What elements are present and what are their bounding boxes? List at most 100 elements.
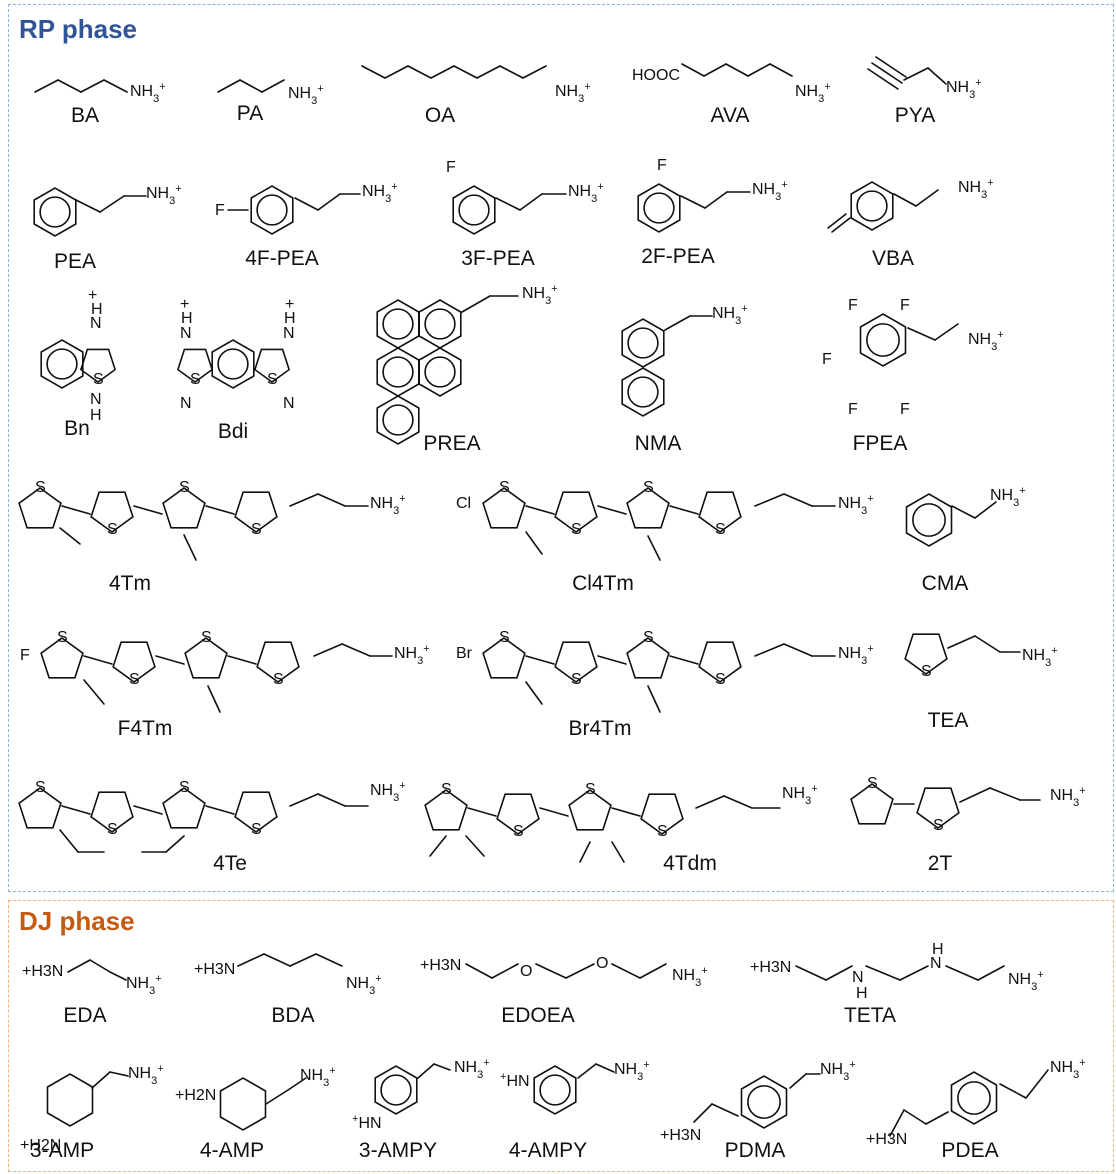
nitrogen-label: N (90, 315, 102, 332)
sulfur-atom-label: S (201, 629, 212, 646)
benzene-ring (374, 1065, 418, 1115)
oxygen-label: O (520, 963, 532, 980)
bond-chain (59, 527, 81, 545)
molecule-name-label: 4Tdm (663, 852, 717, 875)
thiophene-ring (482, 637, 526, 679)
sulfur-atom-label: S (921, 663, 932, 680)
bond-chain (294, 193, 361, 211)
thiophene-ring (698, 491, 742, 533)
thiophene-ring (554, 641, 598, 683)
aromatic-circle (256, 194, 288, 226)
thiophene-ring (554, 491, 598, 533)
thiophene-ring (18, 487, 62, 529)
ammonium-label: +H3N (420, 957, 461, 974)
thiophene-ring (18, 787, 62, 829)
hydrogen-label: H (932, 941, 944, 958)
bond-chain (647, 535, 661, 561)
thiophene-ring (253, 348, 291, 383)
ammonium-label: NH3+ (146, 183, 182, 207)
ammonium-label: NH3+ (795, 81, 831, 105)
ammonium-label: +H2N (175, 1087, 216, 1104)
benzene-ring (950, 1071, 998, 1125)
bond-chain (237, 953, 343, 967)
ammonium-label: NH3+ (126, 973, 162, 997)
charge-label: + (285, 296, 294, 313)
thiophene-ring (90, 491, 134, 533)
nitrogen-label: N (90, 391, 102, 408)
molecule-name-label: FPEA (853, 432, 908, 455)
bond-chain (947, 635, 1021, 653)
thiophene-ring (904, 633, 948, 675)
ring-link-bond (61, 805, 91, 815)
benzene-ring (740, 1075, 788, 1129)
molecule-name-label: PDMA (725, 1139, 786, 1162)
sulfur-atom-label: S (643, 629, 654, 646)
sulfur-atom-label: S (179, 779, 190, 796)
bond-chain (907, 323, 959, 341)
ammonium-label: NH3+ (958, 177, 994, 201)
sulfur-atom-label: S (57, 629, 68, 646)
ring-link-bond (83, 655, 113, 665)
bond-chain (681, 63, 793, 77)
fluorine-label: F (20, 647, 30, 664)
bond-chain (525, 681, 543, 705)
aromatic-circle (458, 194, 490, 226)
thiophene-ring (40, 637, 84, 679)
ring-link-bond (61, 505, 91, 515)
bond-chain (831, 217, 851, 233)
bond-chain (693, 1103, 739, 1123)
ring-link-bond (467, 807, 497, 817)
benzene-ring (250, 185, 294, 235)
sulfur-atom-label: S (715, 671, 726, 688)
saturated-ring (46, 1073, 94, 1127)
fluorine-label: F (900, 297, 910, 314)
sulfur-atom-label: S (571, 671, 582, 688)
molecule-name-label: 2T (928, 852, 953, 875)
ammonium-label: NH3+ (346, 973, 382, 997)
bond-chain (945, 965, 1005, 981)
bond-chain (207, 685, 221, 713)
molecule-name-label: TEA (928, 709, 969, 732)
ammonium-label: NH3+ (614, 1059, 650, 1083)
bond-chain (795, 965, 853, 981)
sulfur-atom-label: S (657, 823, 668, 840)
thiophene-ring (496, 793, 540, 835)
aromatic-circle (866, 323, 900, 357)
bond-chain (83, 679, 105, 705)
ammonium-label: NH3+ (128, 1063, 164, 1087)
ring-link-bond (525, 505, 555, 515)
bond-chain (417, 1063, 451, 1079)
ammonium-label: NH3+ (370, 780, 406, 804)
molecule-name-label: PREA (423, 432, 480, 455)
molecule-name-label: BDA (271, 1004, 314, 1027)
molecule-name-label: CMA (922, 572, 969, 595)
sulfur-atom-label: S (107, 821, 118, 838)
bond-chain (951, 501, 997, 519)
thiophene-ring (256, 641, 300, 683)
thiophene-ring (79, 348, 117, 383)
charge-label: + (180, 296, 189, 313)
ammonium-label: NH3+ (1022, 645, 1058, 669)
molecule-name-label: Br4Tm (569, 717, 632, 740)
sulfur-atom-label: S (499, 629, 510, 646)
ring-link-bond (227, 655, 257, 665)
thiophene-ring (162, 487, 206, 529)
benzene-ring (533, 1065, 577, 1115)
benzene-ring (418, 347, 462, 397)
molecule-name-label: PEA (54, 250, 96, 273)
bond-chain (461, 295, 519, 313)
thiophene-ring (482, 487, 526, 529)
bond-chain (34, 79, 128, 93)
benzene-ring (211, 339, 255, 389)
aromatic-circle (856, 190, 888, 222)
ammonium-label: NH3+ (672, 965, 708, 989)
thiophene-ring (162, 787, 206, 829)
ring-link-bond (205, 805, 235, 815)
sulfur-atom-label: S (571, 521, 582, 538)
bond-chain (959, 787, 1041, 803)
molecule-name-label: EDOEA (501, 1004, 575, 1027)
molecule-name-label: 3F-PEA (461, 247, 535, 270)
ammonium-label: NH3+ (990, 485, 1026, 509)
bond-chain (429, 835, 447, 857)
